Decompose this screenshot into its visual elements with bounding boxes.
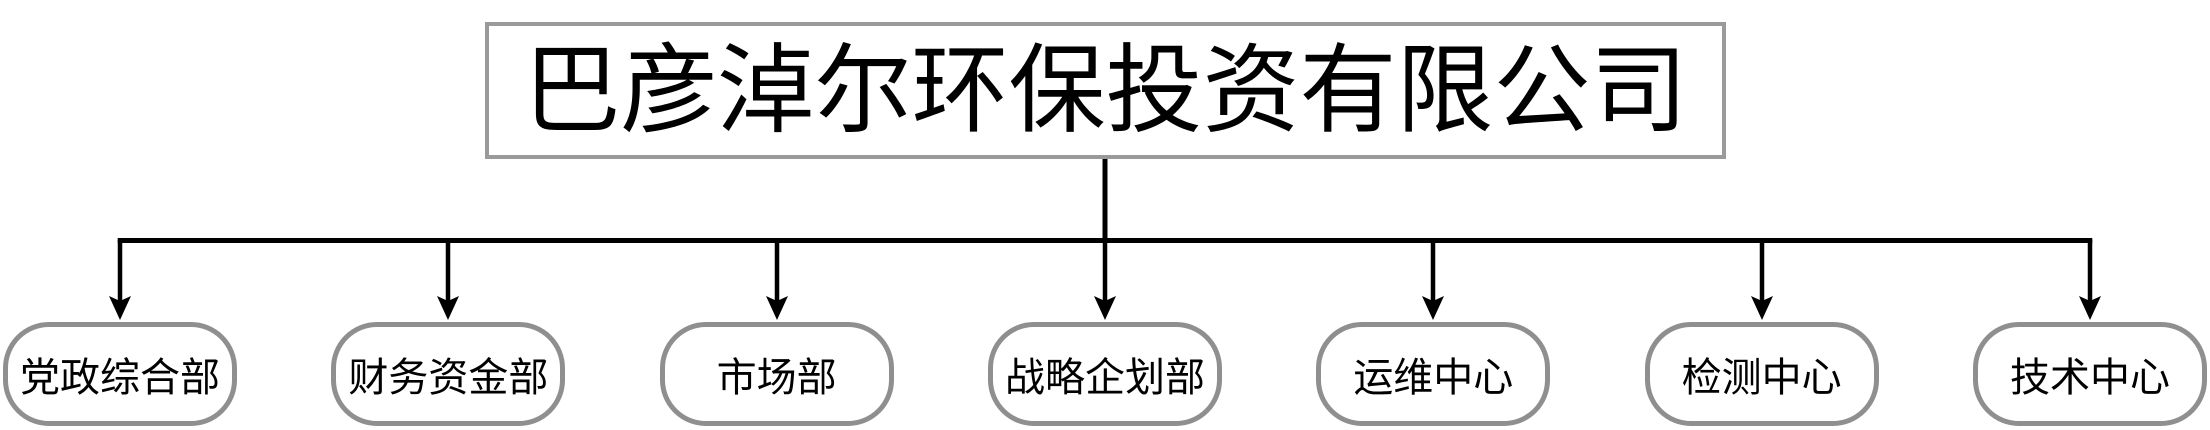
department-node: 市场部	[659, 322, 894, 426]
company-title: 巴彦淖尔环保投资有限公司	[523, 36, 1688, 145]
branch-arrow	[109, 240, 2101, 320]
department-node: 技术中心	[1972, 322, 2207, 426]
department-node: 战略企划部	[987, 322, 1222, 426]
department-node: 运维中心	[1316, 322, 1551, 426]
department-node: 党政综合部	[3, 322, 237, 426]
department-row: 党政综合部 财务资金部 市场部 战略企划部 运维中心 检测中心 技术中心	[3, 322, 2207, 426]
company-title-box: 巴彦淖尔环保投资有限公司	[485, 22, 1726, 159]
department-node: 财务资金部	[331, 322, 566, 426]
department-node: 检测中心	[1644, 322, 1879, 426]
